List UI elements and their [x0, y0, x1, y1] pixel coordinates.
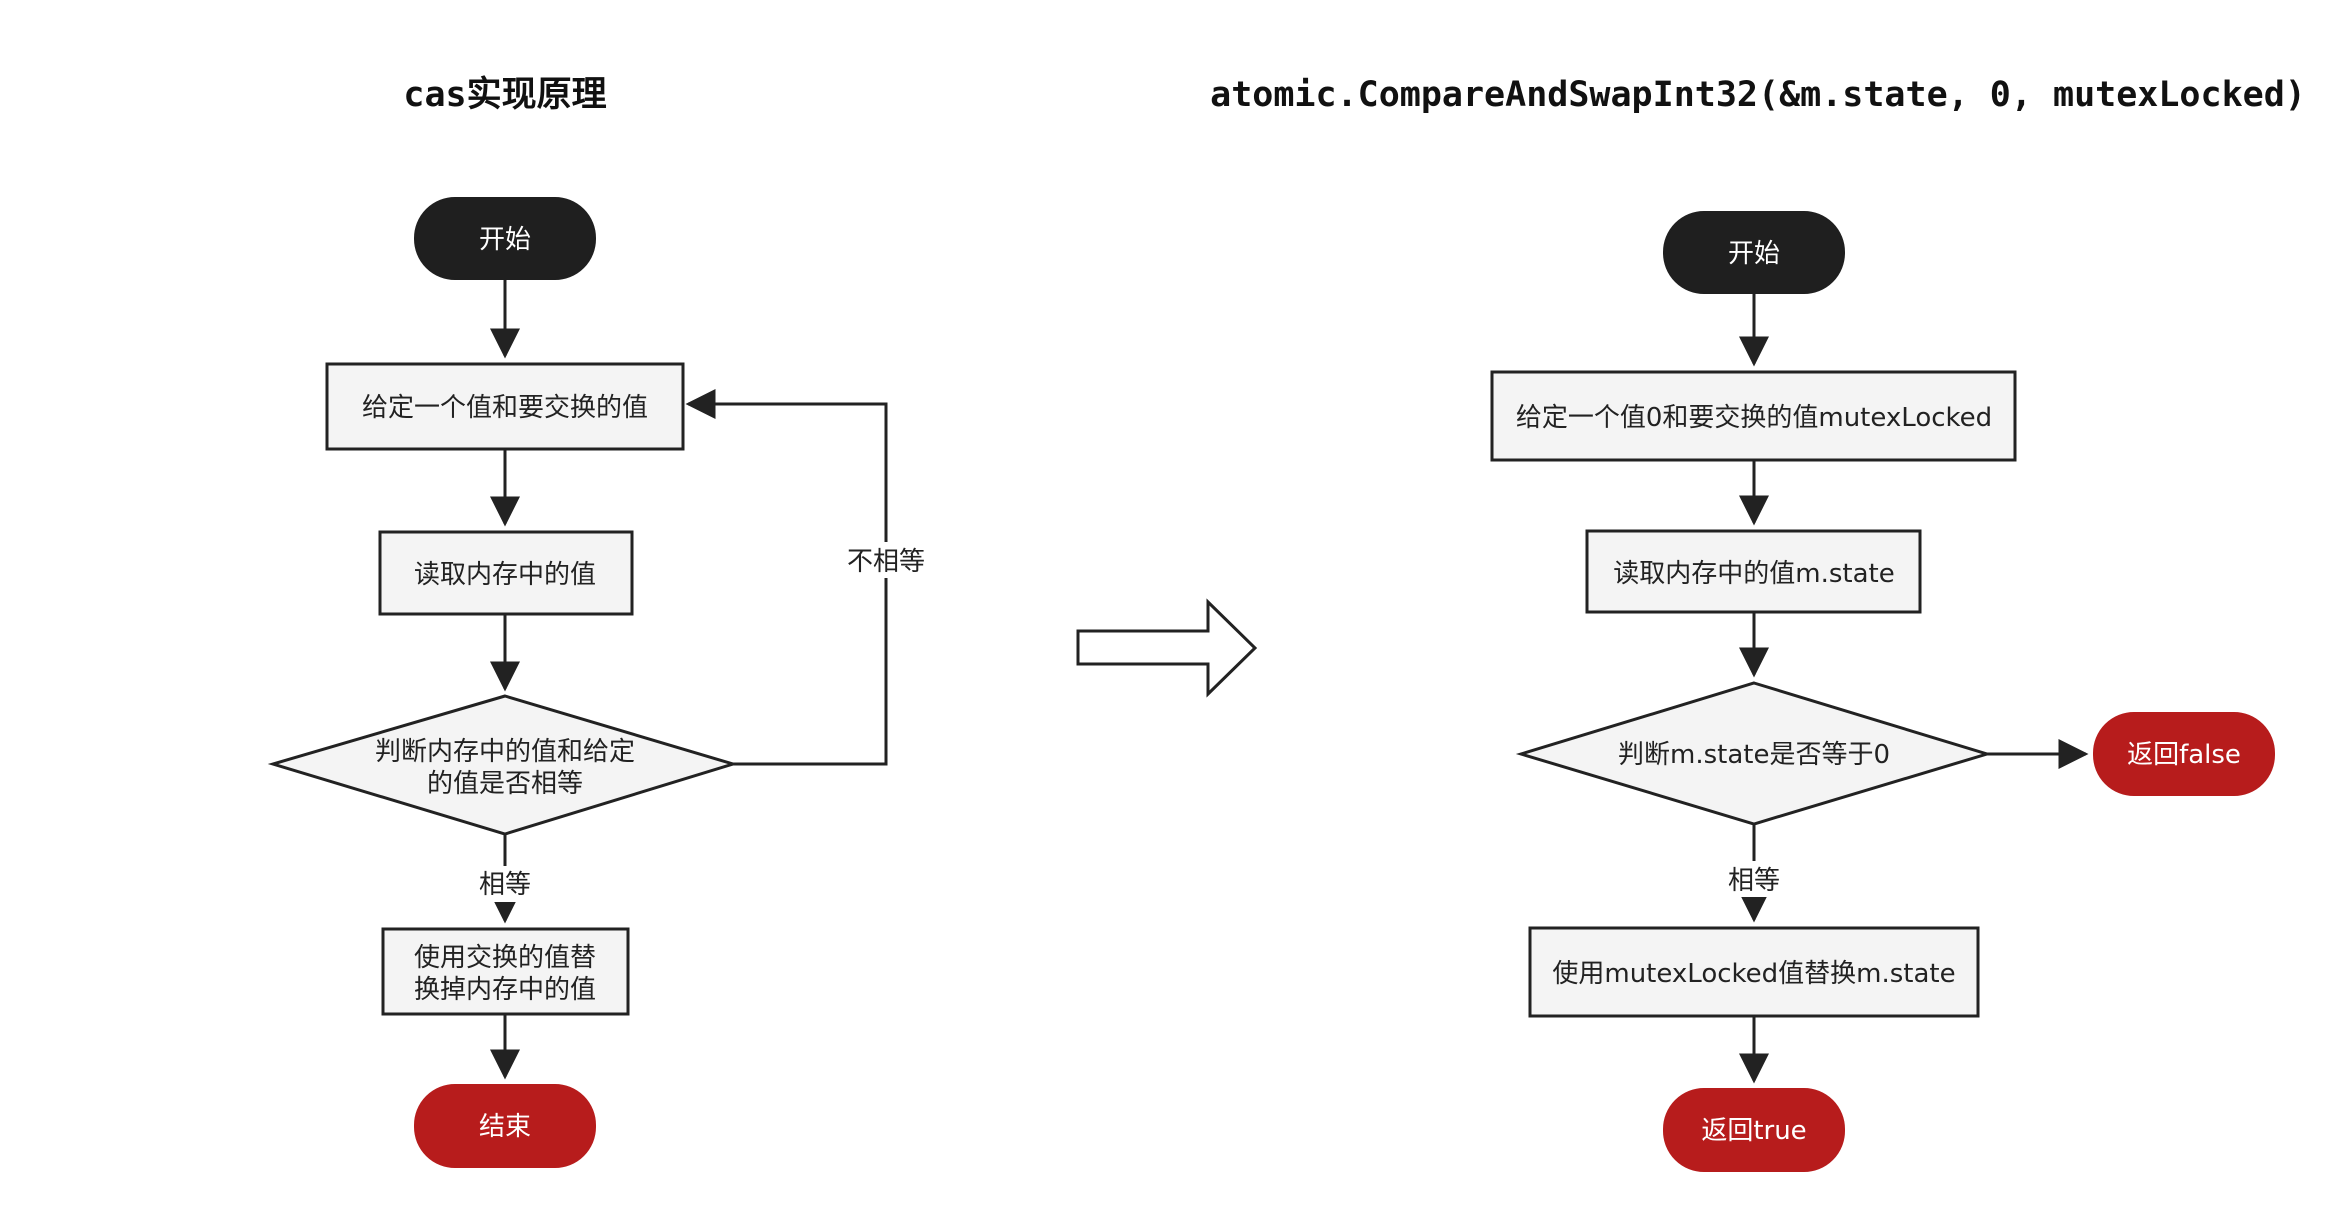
- left-label-not-equal: 不相等: [847, 547, 925, 577]
- right-decision-label: 判断m.state是否等于0: [1618, 740, 1890, 770]
- right-start-node: [1663, 211, 1845, 294]
- right-label-equal-bg: [1721, 861, 1787, 897]
- left-title: cas实现原理: [403, 75, 606, 115]
- left-decision-label-line2: 的值是否相等: [427, 769, 583, 799]
- right-given-box: [1490, 370, 2017, 462]
- left-replace-box: [381, 927, 630, 1016]
- left-end-node: [414, 1084, 596, 1168]
- left-edge-decision-not-equal-loop: [685, 389, 888, 766]
- right-title: atomic.CompareAndSwapInt32(&m.state, 0, …: [1210, 75, 2306, 115]
- left-label-equal-bg: [472, 866, 538, 902]
- left-end-label: 结束: [479, 1112, 531, 1142]
- left-read-label: 读取内存中的值: [414, 560, 596, 590]
- right-replace-box: [1528, 926, 1980, 1018]
- right-decision-diamond: [1515, 681, 1993, 826]
- right-return-true-node: [1663, 1088, 1845, 1172]
- transform-arrow-icon: [1076, 598, 1258, 698]
- right-read-label: 读取内存中的值m.state: [1613, 559, 1894, 589]
- right-label-equal: 相等: [1728, 866, 1780, 896]
- right-given-label: 给定一个值0和要交换的值mutexLocked: [1516, 403, 1992, 433]
- left-given-box: [325, 362, 685, 451]
- left-decision-diamond: [267, 694, 739, 836]
- left-decision-label-line1: 判断内存中的值和给定: [375, 737, 635, 767]
- right-start-label: 开始: [1728, 239, 1780, 269]
- right-read-box: [1585, 529, 1922, 614]
- left-replace-label-line2: 换掉内存中的值: [414, 975, 596, 1005]
- left-given-label: 给定一个值和要交换的值: [362, 393, 648, 423]
- right-flowchart: 相等 开始 给定一个值0和要交换的值mutexLocked 读取内存中的值m.s…: [1490, 211, 2275, 1172]
- left-flowchart: 不相等 相等 开始 给定一个值和要交换的值 读取内存中的值 判断内存中的值和给定…: [267, 197, 926, 1168]
- right-return-true-label: 返回true: [1701, 1116, 1806, 1146]
- left-replace-label-line1: 使用交换的值替: [414, 943, 596, 973]
- left-label-equal: 相等: [479, 870, 531, 900]
- left-label-not-equal-bg: [846, 542, 926, 578]
- left-read-box: [378, 530, 634, 616]
- left-start-node: [414, 197, 596, 280]
- left-start-label: 开始: [479, 225, 531, 255]
- right-replace-label: 使用mutexLocked值替换m.state: [1552, 959, 1955, 989]
- right-return-false-label: 返回false: [2127, 740, 2241, 770]
- right-return-false-node: [2093, 712, 2275, 796]
